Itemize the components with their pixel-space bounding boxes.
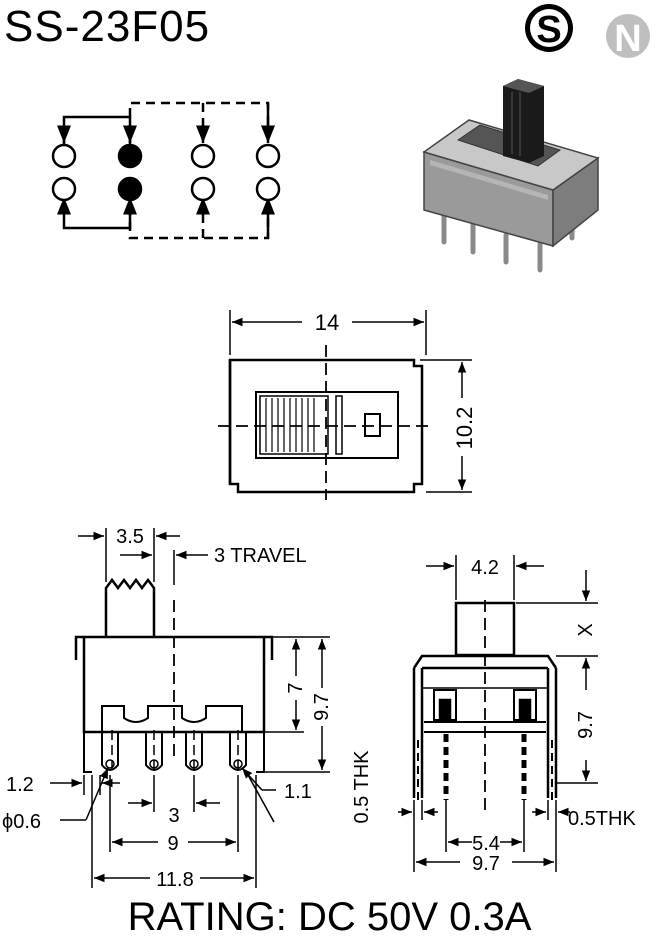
actuator-height-label: X [575,623,597,636]
end-pin-span-label: 5.4 [472,833,500,855]
actuator-width-label: 3.5 [116,526,144,548]
top-height-label: 10.2 [452,407,477,450]
end-height-label: 9.7 [575,711,597,739]
terminal-thickness-left-label: 0.5 THK [351,750,373,824]
terminal-thickness-right-label: 0.5THK [568,808,636,830]
pin-pitch-label: 3 [168,805,179,827]
total-height-label: 9.7 [311,693,333,721]
end-view-drawing [398,555,598,872]
top-view-drawing [218,310,472,500]
pin-span-label: 9 [167,833,178,855]
top-width-label: 14 [315,310,339,335]
s-logo-icon: S [525,4,573,52]
schematic-contacts [51,143,281,202]
circuit-schematic [57,101,275,240]
body-height-label: 7 [285,682,307,693]
side-view-drawing [50,528,330,888]
overall-width-label: 11.8 [156,869,193,891]
svg-text:S: S [536,9,561,51]
part-number-title: SS-23F05 [4,2,211,51]
end-overall-width-label: 9.7 [472,853,500,875]
switch-product-illustration [422,79,600,273]
travel-label: 3 TRAVEL [214,545,307,567]
pin-edge-label: 1.2 [6,774,34,796]
rating-text: RATING: DC 50V 0.3A [127,895,532,939]
n-logo-icon: N [606,14,650,60]
end-actuator-width-label: 4.2 [471,557,499,579]
svg-text:N: N [614,18,641,60]
pin-offset-label: 1.1 [284,781,312,803]
pin-hole-label: ϕ0.6 [2,811,41,833]
